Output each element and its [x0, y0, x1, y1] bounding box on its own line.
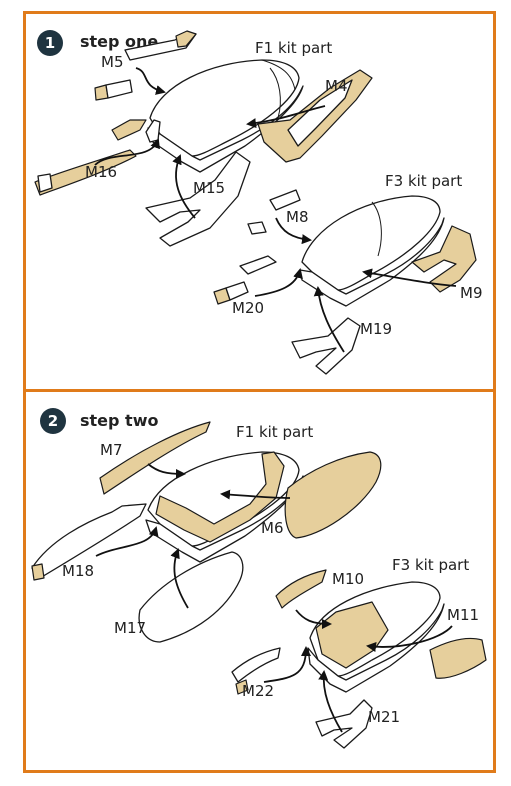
mask-m16 [34, 119, 147, 196]
m9-label: M9 [460, 284, 483, 302]
m6-label: M6 [261, 519, 284, 537]
arrow-m16 [94, 138, 160, 166]
f3-kit-part-label-2: F3 kit part [392, 556, 469, 574]
arrow-m22 [263, 646, 311, 683]
m19-label: M19 [360, 320, 392, 338]
mask-m22 [231, 647, 281, 695]
f3-canopy-step-two [307, 581, 445, 693]
m17-label: M17 [114, 619, 146, 637]
svg-text:1: 1 [45, 34, 55, 52]
arrow-m6 [220, 489, 291, 500]
mask-m18 [31, 503, 147, 581]
m10-label: M10 [332, 570, 364, 588]
arrow-m8 [275, 217, 312, 245]
m22-label: M22 [242, 682, 274, 700]
m11-label: M11 [447, 606, 479, 624]
arrow-m7 [147, 463, 186, 479]
mask-m19 [291, 317, 361, 375]
f3-canopy-step-one [299, 195, 445, 307]
mask-m21 [315, 699, 373, 749]
m20-label: M20 [232, 299, 264, 317]
mask-m5 [94, 30, 197, 101]
arrow-m5 [135, 67, 166, 95]
m16-label: M16 [85, 163, 117, 181]
step-two-title: step two [80, 411, 158, 430]
arrow-m11 [366, 625, 453, 652]
mask-m8 [247, 189, 301, 235]
mask-m4 [257, 69, 373, 163]
arrow-m4 [246, 105, 326, 129]
f1-canopy-step-two [145, 451, 304, 563]
arrow-m20 [254, 268, 303, 297]
f3-kit-part-label: F3 kit part [385, 172, 462, 190]
arrow-m19 [313, 286, 345, 353]
m18-label: M18 [62, 562, 94, 580]
mask-m6 [284, 451, 382, 539]
mask-m15 [145, 151, 251, 247]
step-two-badge: 2 [40, 408, 66, 434]
f1-kit-part-label: F1 kit part [255, 39, 332, 57]
arrow-m9 [362, 268, 457, 287]
arrow-m21 [318, 670, 343, 733]
m15-label: M15 [193, 179, 225, 197]
mask-m17 [138, 551, 244, 643]
m21-label: M21 [368, 708, 400, 726]
mask-m7 [99, 421, 211, 495]
f1-canopy-step-one [145, 59, 304, 173]
m4-label: M4 [325, 77, 348, 95]
m5-label: M5 [101, 53, 124, 71]
m8-label: M8 [286, 208, 309, 226]
step-one-badge: 1 [37, 30, 63, 56]
arrow-m17 [170, 548, 189, 609]
arrow-m15 [172, 154, 196, 219]
arrow-m18 [95, 526, 159, 557]
mask-m11 [429, 637, 487, 679]
mask-m10 [275, 569, 327, 609]
f1-kit-part-label-2: F1 kit part [236, 423, 313, 441]
mask-m20 [213, 255, 277, 305]
m7-label: M7 [100, 441, 123, 459]
arrow-m10 [295, 609, 332, 629]
step-one-title: step one [80, 32, 158, 51]
svg-text:2: 2 [48, 412, 58, 430]
